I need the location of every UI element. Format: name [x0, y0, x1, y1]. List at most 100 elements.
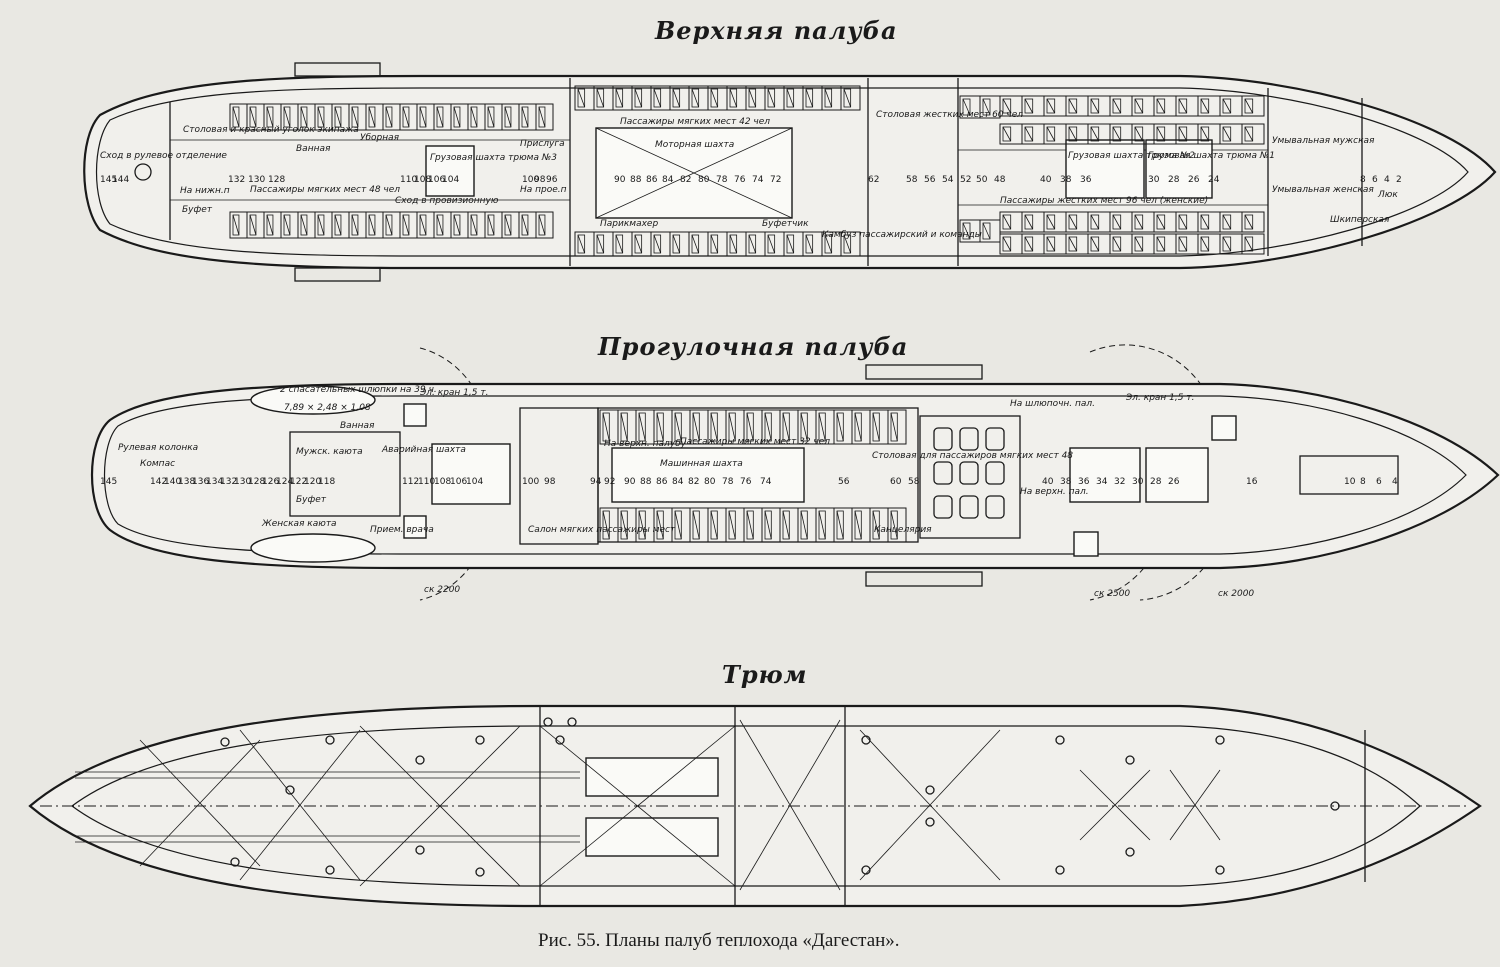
hold-marker	[475, 867, 485, 877]
frame-number: 36	[1080, 175, 1092, 185]
upper-label: Камбуз пассажирский и команды	[822, 230, 982, 240]
upper-cargo-hatch-2	[1065, 139, 1145, 199]
frame-number: 88	[630, 175, 642, 185]
berth	[1002, 214, 1012, 230]
berth-mark	[786, 88, 795, 108]
berth-mark	[746, 412, 754, 442]
berth-mark	[638, 510, 646, 540]
berth	[436, 214, 444, 236]
upper-label: Пассажиры мягких мест 48 чел	[250, 185, 400, 195]
frame-number: 50	[976, 175, 988, 185]
berth	[402, 214, 410, 236]
berth	[818, 510, 826, 540]
berth-mark	[1222, 126, 1232, 142]
berth	[1156, 98, 1166, 114]
frame-number: 40	[1042, 477, 1054, 487]
upper-cabin	[979, 219, 1001, 243]
berth	[1068, 236, 1078, 252]
berth	[764, 510, 772, 540]
berth	[728, 412, 736, 442]
berth-mark	[872, 510, 880, 540]
promenade-label: 2 спасательных шлюпки на 39 ч.	[280, 385, 437, 395]
frame-number: 104	[466, 477, 483, 487]
upper-label: На нижн.п	[180, 186, 230, 196]
berth-mark	[843, 88, 852, 108]
berth	[249, 214, 257, 236]
berth	[351, 106, 359, 128]
promenade-label: 7,89 × 2,48 × 1,08	[284, 403, 371, 413]
berth-mark	[746, 510, 754, 540]
upper-label: Ванная	[296, 144, 331, 154]
berth-mark	[818, 510, 826, 540]
berth	[1046, 126, 1056, 142]
upper-cabin	[840, 85, 861, 111]
berth-mark	[1046, 236, 1056, 252]
upper-label: Грузовая шахта трюма №3	[430, 153, 557, 163]
berth	[419, 214, 427, 236]
promenade-deck-plan: 2 спасательных шлюпки на 39 ч. 7,89 × 2,…	[90, 344, 1500, 601]
promenade-label: Прием. врача	[370, 525, 434, 535]
construction-line	[1169, 769, 1221, 841]
upper-label: Пассажиры жестких мест 96 чел (женские)	[1000, 196, 1208, 206]
berth-mark	[962, 98, 971, 116]
berth	[1156, 126, 1166, 142]
frame-number: 138	[178, 477, 195, 487]
upper-cargo-hatch-3	[425, 145, 475, 197]
berth	[1046, 214, 1056, 230]
berth	[1002, 236, 1012, 252]
berth	[782, 510, 790, 540]
figure-caption: Рис. 55. Планы палуб теплохода «Дагестан…	[538, 930, 900, 951]
berth	[653, 234, 662, 254]
berth-mark	[596, 234, 605, 254]
berth	[1068, 214, 1078, 230]
frame-number: 48	[994, 175, 1006, 185]
berth	[232, 106, 240, 128]
berth-mark	[1134, 214, 1144, 230]
frame-number: 74	[752, 175, 764, 185]
frame-number: 110	[400, 175, 417, 185]
berth	[1112, 126, 1122, 142]
berth-mark	[782, 510, 790, 540]
hold-marker	[1215, 865, 1225, 875]
frame-number: 128	[268, 175, 285, 185]
berth	[1178, 214, 1188, 230]
promenade-label: Эл. кран 1,5 т.	[419, 388, 488, 398]
berth-mark	[368, 106, 376, 128]
berth	[962, 98, 971, 116]
berth	[521, 214, 529, 236]
berth-mark	[728, 510, 736, 540]
berth	[843, 234, 852, 254]
berth-mark	[672, 234, 681, 254]
berth	[1134, 98, 1144, 114]
berth	[351, 214, 359, 236]
berth-mark	[1002, 126, 1012, 142]
promenade-label: На верхн. палубу	[604, 439, 687, 449]
hold-marker	[925, 817, 935, 827]
frame-number: 60	[890, 477, 902, 487]
berth-mark	[453, 214, 461, 236]
frame-number: 100	[522, 175, 539, 185]
berth-mark	[419, 106, 427, 128]
berth-mark	[249, 106, 257, 128]
berth-mark	[890, 412, 898, 442]
berth-mark	[1068, 126, 1078, 142]
construction-line	[739, 719, 841, 891]
berth	[504, 214, 512, 236]
berth-mark	[1200, 236, 1210, 252]
hold-plan	[28, 704, 1482, 908]
upper-boat-platform	[294, 267, 381, 282]
promenade-label: Канцелярия	[874, 525, 932, 535]
berth-mark	[453, 106, 461, 128]
berth	[656, 510, 664, 540]
berth-mark	[334, 106, 342, 128]
berth-mark	[1200, 98, 1210, 114]
berth	[805, 88, 814, 108]
berth-mark	[634, 88, 643, 108]
berth	[890, 412, 898, 442]
berth	[1068, 126, 1078, 142]
berth-mark	[385, 106, 393, 128]
berth-mark	[1178, 214, 1188, 230]
frame-number: 10	[1344, 477, 1356, 487]
